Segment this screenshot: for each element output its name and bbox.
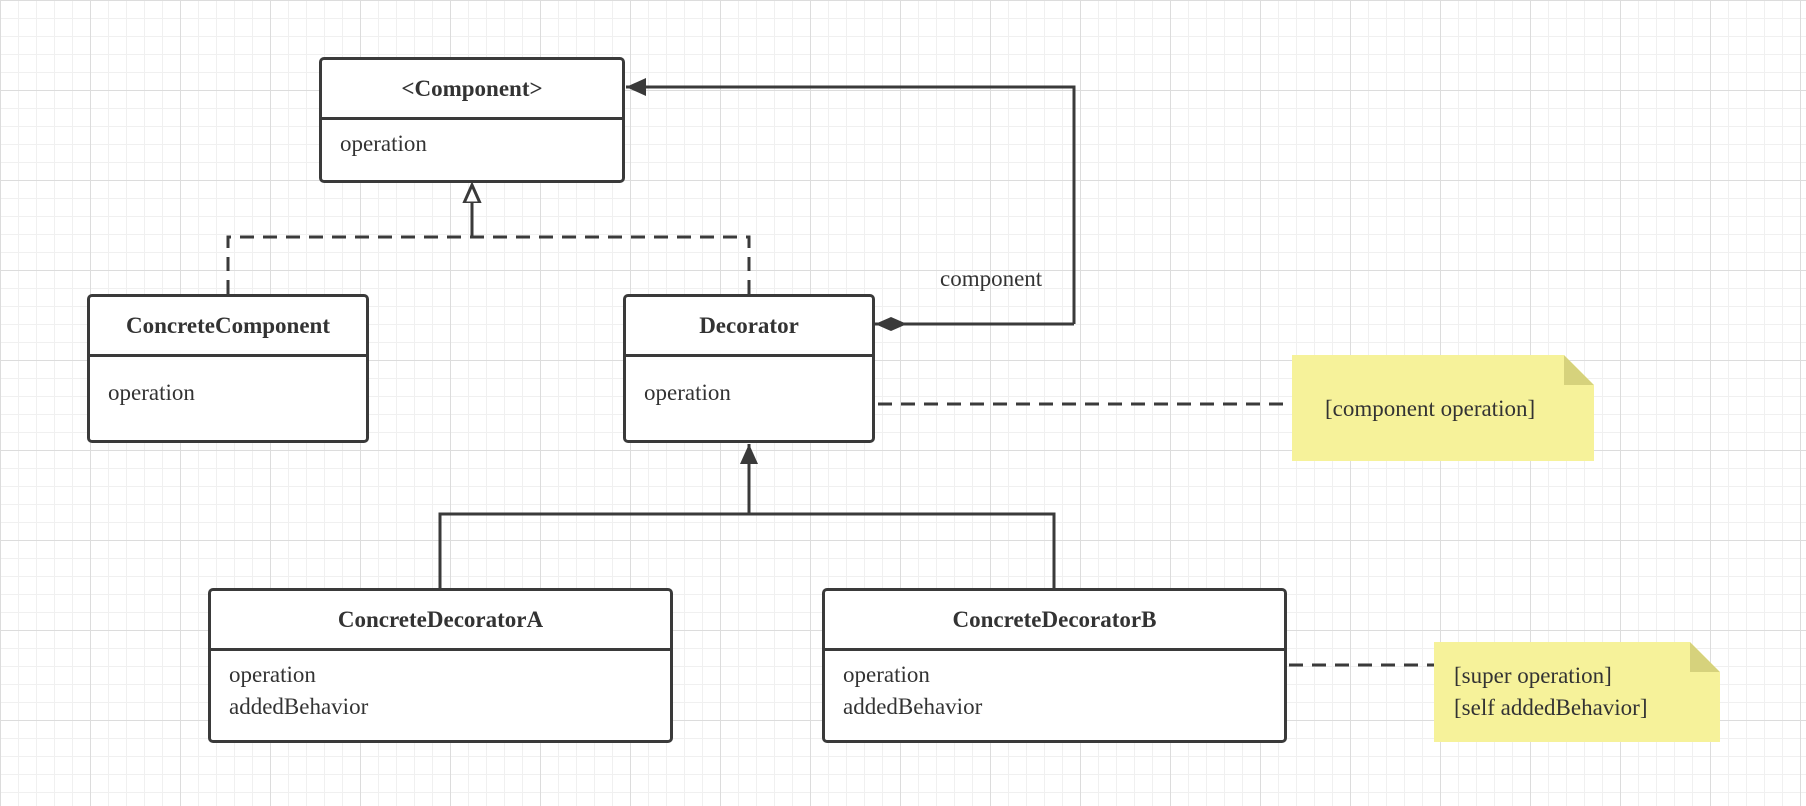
method: addedBehavior [843, 694, 983, 719]
class-concrete-decorator-a[interactable]: ConcreteDecoratorA operation addedBehavi… [208, 588, 673, 743]
realization-edges [226, 185, 751, 294]
note-links [878, 402, 1434, 667]
class-methods: operation addedBehavior [211, 651, 670, 731]
method: operation [108, 380, 195, 405]
note-decorator-b[interactable]: [super operation] [self addedBehavior] [1434, 642, 1720, 742]
class-methods: operation [322, 120, 622, 168]
method: operation [843, 662, 930, 687]
realization-edge-concrete-component [226, 235, 472, 294]
class-name: <Component> [322, 60, 622, 120]
composition-label: component [940, 266, 1043, 291]
inheritance-edges [438, 444, 1056, 588]
note-text: [component operation] [1292, 355, 1594, 425]
class-name: ConcreteDecoratorB [825, 591, 1284, 651]
method: operation [644, 380, 731, 405]
note-line: [super operation] [1454, 663, 1612, 688]
class-decorator[interactable]: Decorator operation [623, 294, 875, 443]
class-concrete-decorator-b[interactable]: ConcreteDecoratorB operation addedBehavi… [822, 588, 1287, 743]
inheritance-edge-decorator-b [749, 512, 1056, 588]
note-decorator[interactable]: [component operation] [1292, 355, 1594, 461]
class-component[interactable]: <Component> operation [319, 57, 625, 183]
method: operation [229, 662, 316, 687]
class-methods: operation [90, 357, 366, 417]
note-line: [component operation] [1325, 396, 1536, 421]
note-line: [self addedBehavior] [1454, 695, 1648, 720]
realization-edge-decorator [472, 235, 751, 294]
inheritance-edge-decorator-a [438, 512, 749, 588]
class-name: ConcreteComponent [90, 297, 366, 357]
method: operation [340, 131, 427, 156]
composition-edge [626, 78, 1076, 331]
class-concrete-component[interactable]: ConcreteComponent operation [87, 294, 369, 443]
class-name: ConcreteDecoratorA [211, 591, 670, 651]
class-methods: operation [626, 357, 872, 417]
note-text: [super operation] [self addedBehavior] [1434, 642, 1720, 724]
class-name: Decorator [626, 297, 872, 357]
class-methods: operation addedBehavior [825, 651, 1284, 731]
method: addedBehavior [229, 694, 369, 719]
